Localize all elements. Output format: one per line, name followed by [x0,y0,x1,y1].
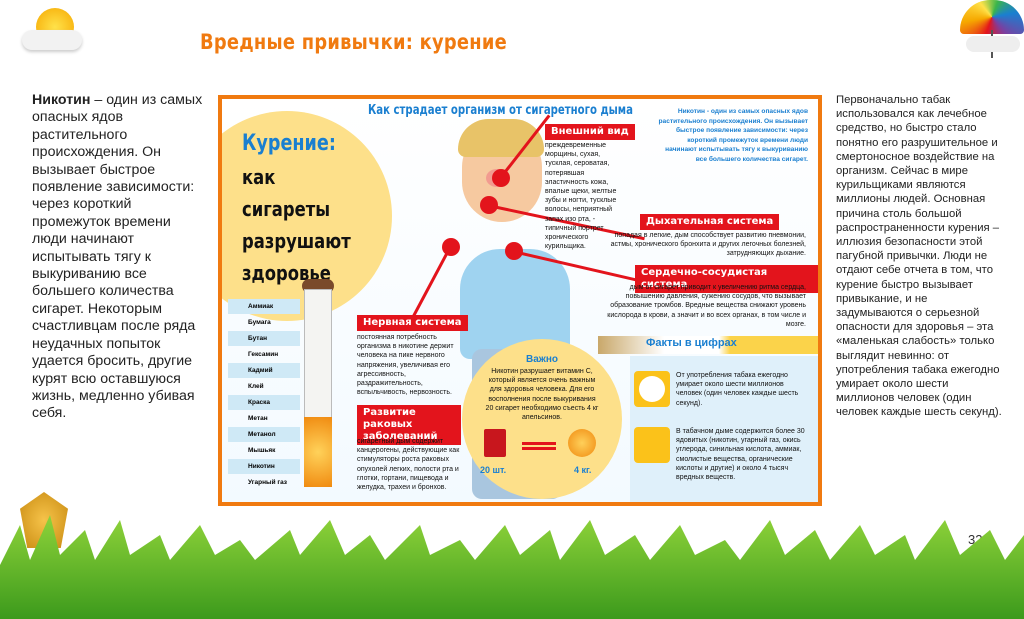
smoking-poster: Курение: как сигареты разрушают здоровье… [218,95,822,506]
umbrella-icon [960,0,1024,60]
substance-item: Гексамин [248,351,279,358]
orange-quantity: 4 кг. [574,465,592,475]
facts-banner [598,336,818,354]
substance-list: Аммиак Бумага Бутан Гексамин Кадмий Клей… [222,299,312,499]
substance-item: Никотин [228,459,300,474]
important-text: Никотин разрушает витамин С, который явл… [485,368,599,422]
substance-item: Краска [228,395,300,410]
substance-item: Бумага [248,319,271,326]
pack-quantity: 20 шт. [480,465,507,475]
cigarette-character [300,279,336,489]
circle-title: Курение: [242,131,336,156]
nicotine-note: Никотин - один из самых опасных ядов рас… [658,108,808,163]
substance-item: Аммиак [228,299,300,314]
substance-item: Кадмий [228,363,300,378]
section-label-nervous: Нервная система [357,315,468,331]
poster-headline: Как страдает организм от сигаретного дым… [368,103,633,118]
left-intro-text: Никотин – один из самых опасных ядов рас… [32,92,204,423]
substance-item: Метанол [228,427,300,442]
substance-item: Мышьяк [248,447,276,454]
sun-icon [22,6,82,50]
section-label-appearance: Внешний вид [545,124,635,140]
section-label-cardiovascular: Сердечно-сосудистая система [635,265,818,293]
nicotine-term: Никотин [32,92,91,108]
smoke-icon [634,427,670,463]
section-text-nervous: постоянная потребность организма в никот… [357,334,454,397]
circle-subtitle: как сигареты разрушают здоровье [242,165,351,285]
clock-icon [634,371,670,407]
section-text-cancer: сигаретный дым содержит канцерогены, дей… [357,438,460,492]
fact-item: В табачном дыме содержится более 30 ядов… [676,428,805,482]
facts-title: Факты в цифрах [646,337,737,349]
section-label-cancer: Развитие раковых заболеваний [357,405,461,445]
important-title: Важно [525,354,559,365]
section-text-respiratory: попадая в легкие, дым способствует разви… [610,232,806,258]
section-text-appearance: преждевременные морщины, сухая, тусклая,… [545,142,617,251]
fact-item: От употребления табака ежегодно умирает … [676,372,799,407]
page-title: Вредные привычки: курение [200,30,507,54]
equals-sign [522,442,556,450]
important-circle [462,339,622,499]
section-label-respiratory: Дыхательная система [640,214,780,230]
substance-item: Бутан [228,331,300,346]
substance-item: Метан [248,415,268,422]
substance-item: Клей [248,383,264,390]
grass-decoration [0,515,1024,619]
section-text-cardiovascular: дым от сигарет приводит к увеличению рит… [607,284,806,328]
right-info-text: Первоначально табак использовался как ле… [836,94,1002,419]
cigarette-pack-icon [484,429,506,457]
substance-item: Угарный газ [248,479,287,486]
nicotine-description: – один из самых опасных ядов растительно… [32,92,203,422]
orange-icon [568,429,596,457]
